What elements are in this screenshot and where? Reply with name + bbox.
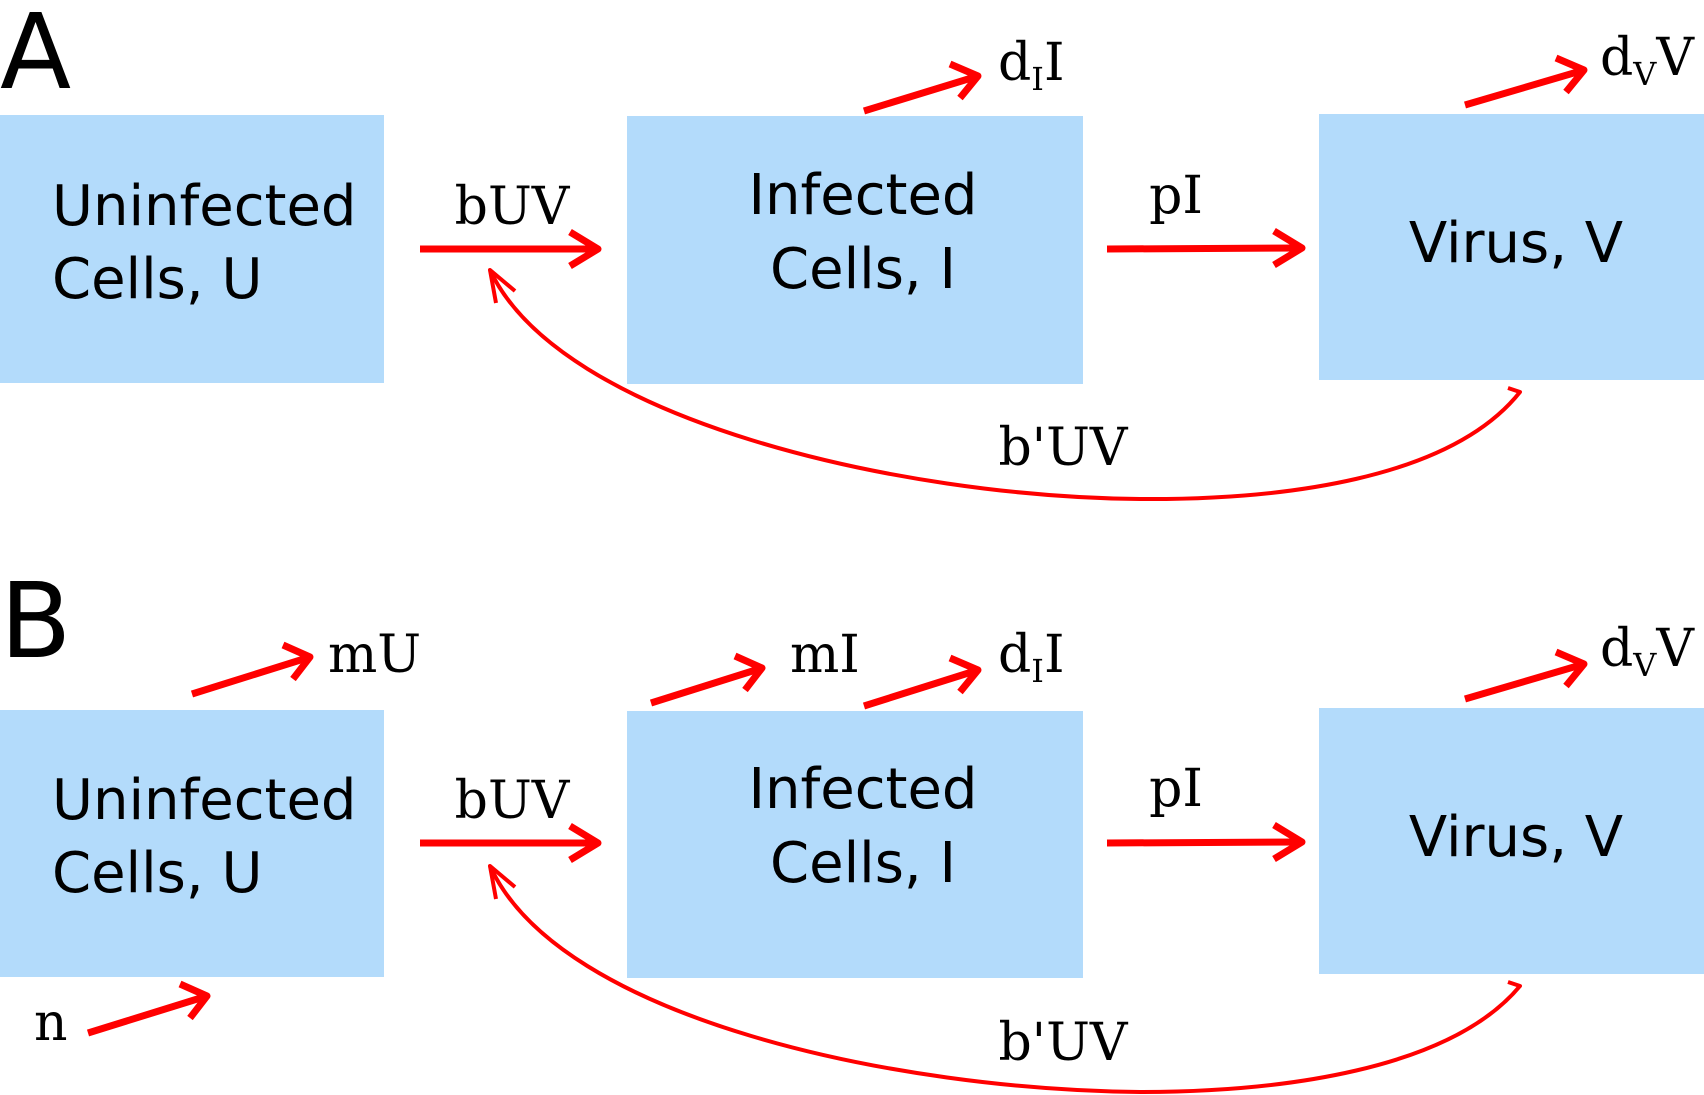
panel-b-virus-death-rate: dVV: [1600, 619, 1695, 684]
panel-a-infected-label-line2: Cells, I: [770, 237, 956, 302]
panel-b-production-arrow: [1106, 822, 1306, 862]
panel-b-virus-death-arrow: [1464, 648, 1588, 703]
panel-b-production-rate: pI: [1149, 759, 1203, 819]
panel-b-infected-natural-death-rate: mI: [790, 625, 860, 685]
panel-b-infected-death-rate: dII: [998, 625, 1064, 690]
panel-a-virus-box: [1319, 114, 1704, 380]
panel-a-virus-label: Virus, V: [1409, 211, 1623, 276]
panel-a-uninfected-label-line1: Uninfected: [52, 174, 356, 239]
panel-b-infection-arrow: [420, 823, 602, 863]
panel-a-virus-death-rate: dVV: [1600, 28, 1695, 93]
panel-b-virus-loss-rate: b'UV: [999, 1013, 1129, 1073]
panel-b: B Uninfected Cells, U Infected Cells, I …: [0, 560, 1704, 1094]
panel-a-infected-box: [627, 116, 1083, 384]
panel-a-infected-death-arrow: [862, 60, 982, 115]
panel-a-production-rate: pI: [1149, 166, 1203, 226]
panel-a-uninfected-box: [0, 115, 384, 383]
panel-b-uninfected-label-line2: Cells, U: [52, 841, 262, 906]
panel-a-uninfected-label-line2: Cells, U: [52, 247, 262, 312]
panel-a-letter: A: [0, 0, 71, 113]
panel-b-infected-box: [627, 711, 1083, 978]
panel-a-infected-death-rate: dII: [998, 33, 1064, 98]
panel-b-virus-label: Virus, V: [1409, 805, 1623, 870]
panel-a-virus-loss-arrow: [488, 268, 1522, 502]
panel-a-infection-arrow: [420, 229, 602, 269]
panel-b-uninfected-label-line1: Uninfected: [52, 768, 356, 833]
panel-b-letter: B: [0, 560, 71, 682]
panel-b-infected-label-line1: Infected: [749, 757, 978, 822]
panel-a-virus-death-arrow: [1464, 54, 1588, 109]
panel-a-production-arrow: [1106, 228, 1306, 268]
panel-b-virus-box: [1319, 708, 1704, 974]
panel-b-infected-label-line2: Cells, I: [770, 831, 956, 896]
panel-b-uninfected-box: [0, 710, 384, 977]
panel-b-source-rate: n: [34, 993, 68, 1053]
panel-b-uninfected-death-arrow: [190, 641, 314, 698]
panel-a: A Uninfected Cells, U Infected Cells, I …: [0, 0, 1704, 502]
panel-a-infection-rate: bUV: [455, 177, 571, 237]
panel-a-virus-loss-rate: b'UV: [999, 418, 1129, 478]
panel-b-infection-rate: bUV: [455, 771, 571, 831]
panel-b-infected-natural-death-arrow: [649, 652, 766, 707]
panel-b-infected-death-arrow: [862, 654, 982, 710]
panel-b-virus-loss-arrow: [488, 864, 1522, 1094]
panel-a-infected-label-line1: Infected: [749, 163, 978, 228]
panel-b-uninfected-death-rate: mU: [328, 625, 421, 685]
panel-b-source-arrow: [86, 980, 211, 1037]
